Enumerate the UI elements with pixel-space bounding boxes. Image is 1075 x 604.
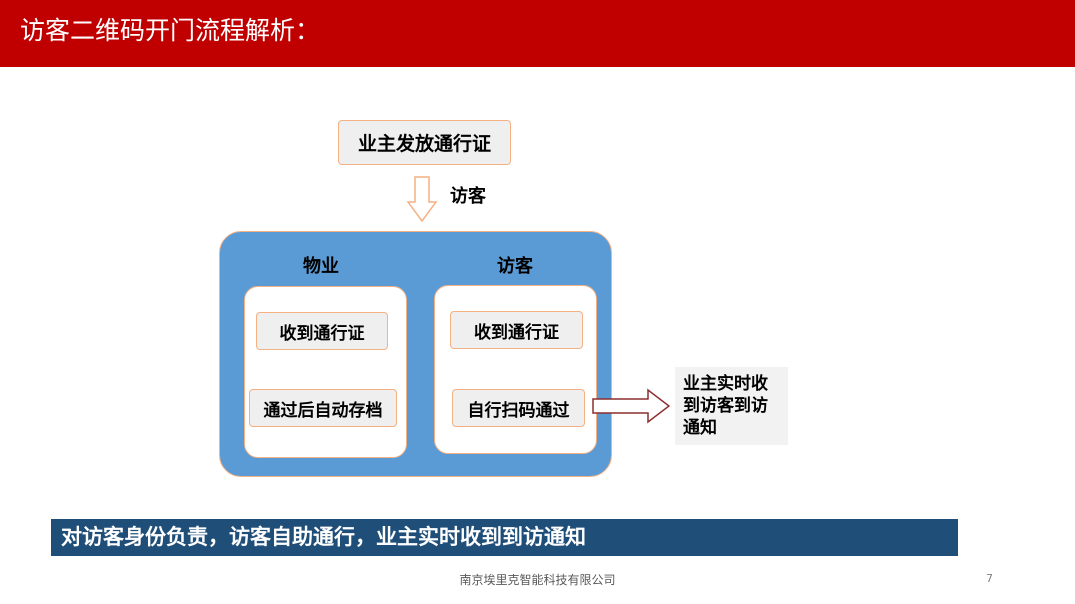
property-auto-archive-box: 通过后自动存档 bbox=[249, 389, 397, 427]
down-arrow-icon bbox=[407, 176, 437, 222]
page-number: 7 bbox=[986, 572, 993, 585]
right-arrow-icon bbox=[592, 388, 670, 424]
visitor-column-title: 访客 bbox=[497, 256, 533, 277]
visitor-arrow-label: 访客 bbox=[450, 186, 486, 207]
footer-company: 南京埃里克智能科技有限公司 bbox=[459, 573, 616, 587]
header-bar: 访客二维码开门流程解析： bbox=[0, 0, 1075, 67]
property-column-title: 物业 bbox=[303, 256, 339, 277]
page-title: 访客二维码开门流程解析： bbox=[20, 16, 321, 45]
owner-issue-pass-box: 业主发放通行证 bbox=[338, 120, 511, 165]
owner-notice-box: 业主实时收到访客到访通知 bbox=[675, 367, 788, 445]
visitor-receive-pass-box: 收到通行证 bbox=[450, 311, 583, 349]
visitor-self-scan-box: 自行扫码通过 bbox=[452, 389, 585, 427]
summary-banner: 对访客身份负责，访客自助通行，业主实时收到到访通知 bbox=[51, 519, 958, 556]
property-receive-pass-box: 收到通行证 bbox=[256, 312, 388, 350]
